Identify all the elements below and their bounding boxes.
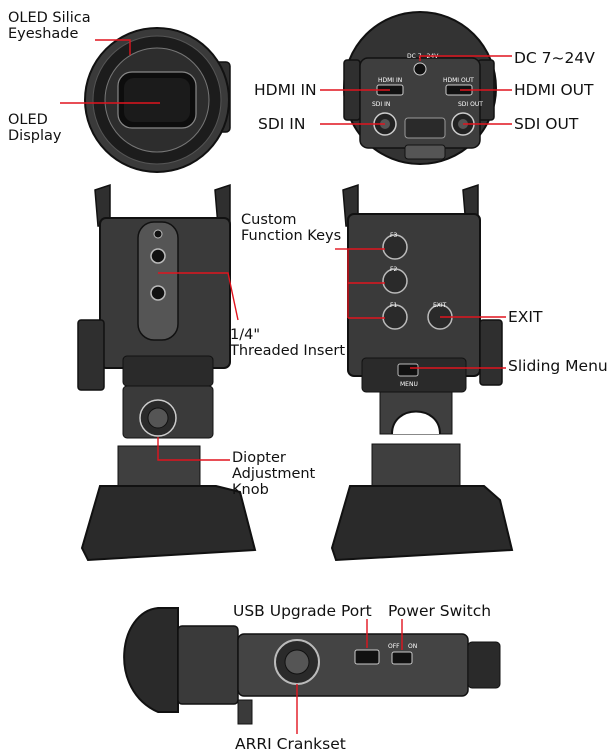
power-switch	[391, 651, 413, 665]
port-view: DC 7~24V HDMI IN HDMI OUT SDI IN SDI OUT	[343, 11, 497, 165]
svg-text:SDI IN: SDI IN	[372, 101, 390, 108]
f2-key	[382, 268, 408, 294]
label-hdmi-out: HDMI OUT	[514, 81, 594, 99]
label-diopter: Diopter Adjustment Knob	[232, 450, 316, 498]
label-sdi-out: SDI OUT	[514, 115, 579, 133]
svg-text:HDMI OUT: HDMI OUT	[443, 77, 474, 84]
svg-text:OFF: OFF	[388, 643, 400, 650]
bottom-view: OFF ON	[123, 607, 501, 725]
svg-text:EXIT: EXIT	[433, 302, 447, 309]
label-hdmi-in: HDMI IN	[254, 81, 317, 99]
label-power: Power Switch	[388, 602, 492, 620]
svg-text:F1: F1	[390, 302, 397, 309]
label-custom-keys: Custom Function Keys	[241, 212, 342, 244]
left-side-view	[77, 183, 257, 562]
f1-key	[382, 304, 408, 330]
label-usb: USB Upgrade Port	[233, 602, 372, 620]
threaded-insert-rail	[137, 221, 179, 341]
label-oled-eyeshade: OLED Silica Eyeshade	[8, 10, 91, 42]
label-threaded-insert: 1/4" Threaded Insert	[230, 327, 346, 359]
label-oled-display: OLED Display	[8, 112, 62, 144]
svg-text:ON: ON	[408, 643, 417, 650]
right-side-view: F3 F2 F1 EXIT MENU	[330, 183, 514, 562]
label-dc: DC 7~24V	[514, 49, 595, 67]
callout-lines	[60, 39, 512, 734]
eyecup-bottom	[123, 607, 179, 713]
label-sliding-menu: Sliding Menu	[508, 357, 608, 375]
f3-key	[382, 234, 408, 260]
svg-text:F2: F2	[390, 266, 397, 273]
rubber-eyecup-right	[330, 485, 514, 562]
dc-port	[413, 62, 427, 76]
label-sdi-in: SDI IN	[258, 115, 306, 133]
label-arri: ARRI Crankset	[235, 735, 346, 753]
svg-text:F3: F3	[390, 232, 397, 239]
sliding-menu-wheel	[397, 363, 419, 377]
usb-port	[354, 649, 380, 665]
front-view	[84, 27, 231, 173]
label-exit: EXIT	[508, 308, 543, 326]
rubber-eyecup-left	[80, 485, 257, 562]
svg-text:HDMI IN: HDMI IN	[378, 77, 402, 84]
svg-text:MENU: MENU	[400, 381, 418, 388]
svg-text:SDI OUT: SDI OUT	[458, 101, 483, 108]
